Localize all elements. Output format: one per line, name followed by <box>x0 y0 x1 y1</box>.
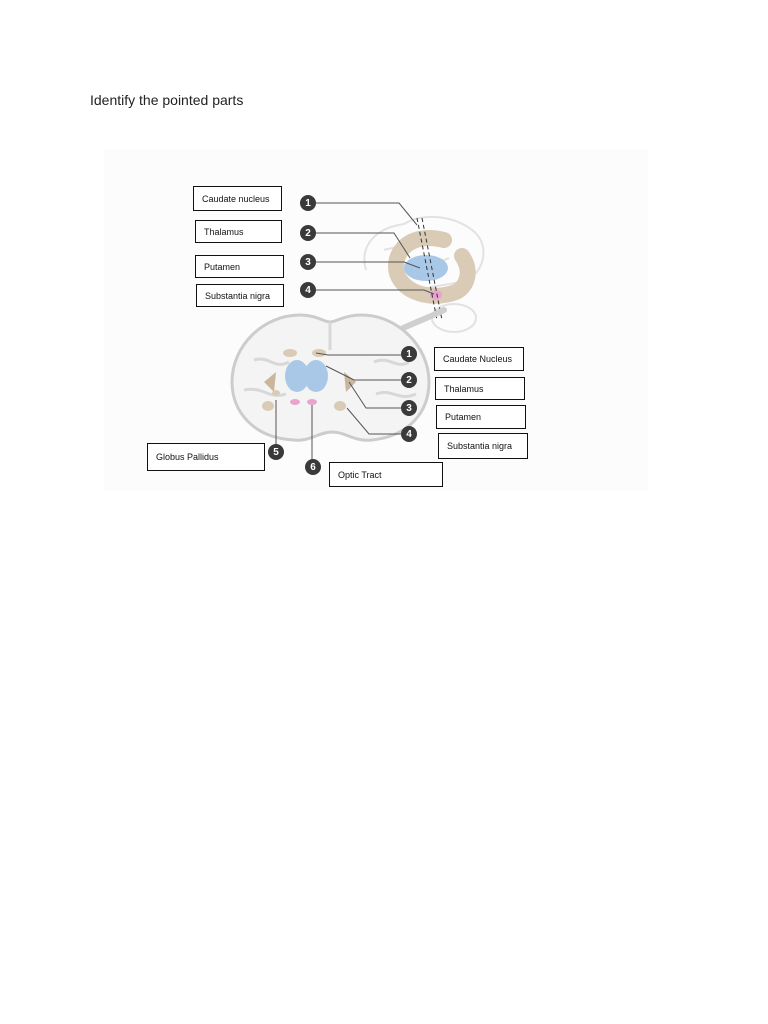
brain-diagram <box>104 150 648 490</box>
label-box-caudate-nucleus-right: Caudate Nucleus <box>434 347 524 371</box>
marker-3-badge: 3 <box>300 254 316 270</box>
label-box-substantia-nigra: Substantia nigra <box>196 284 284 307</box>
caudate-c-shape <box>388 217 476 321</box>
marker-6-badge: 6 <box>305 459 321 475</box>
label-box-thalamus-right: Thalamus <box>435 377 525 400</box>
thalamus-shape <box>404 255 448 281</box>
label-box-putamen-right: Putamen <box>436 405 526 429</box>
marker-1-badge-right: 1 <box>401 346 417 362</box>
substantia-nigra-shape <box>430 290 442 300</box>
marker-1-badge: 1 <box>300 195 316 211</box>
label-box-optic-tract: Optic Tract <box>329 462 443 487</box>
label-box-thalamus: Thalamus <box>195 220 282 243</box>
marker-2-badge: 2 <box>300 225 316 241</box>
label-box-caudate-nucleus: Caudate nucleus <box>193 186 282 211</box>
label-box-substantia-nigra-right: Substantia nigra <box>438 433 528 459</box>
label-box-globus-pallidus: Globus Pallidus <box>147 443 265 471</box>
marker-4-badge: 4 <box>300 282 316 298</box>
marker-4-badge-right: 4 <box>401 426 417 442</box>
marker-5-badge: 5 <box>268 444 284 460</box>
marker-2-badge-right: 2 <box>401 372 417 388</box>
coronal-brain-section <box>230 313 431 442</box>
page-title: Identify the pointed parts <box>90 92 244 108</box>
leader-lines <box>275 202 435 462</box>
brain-illustration <box>230 202 485 462</box>
marker-3-badge-right: 3 <box>401 400 417 416</box>
label-box-putamen: Putamen <box>195 255 284 278</box>
